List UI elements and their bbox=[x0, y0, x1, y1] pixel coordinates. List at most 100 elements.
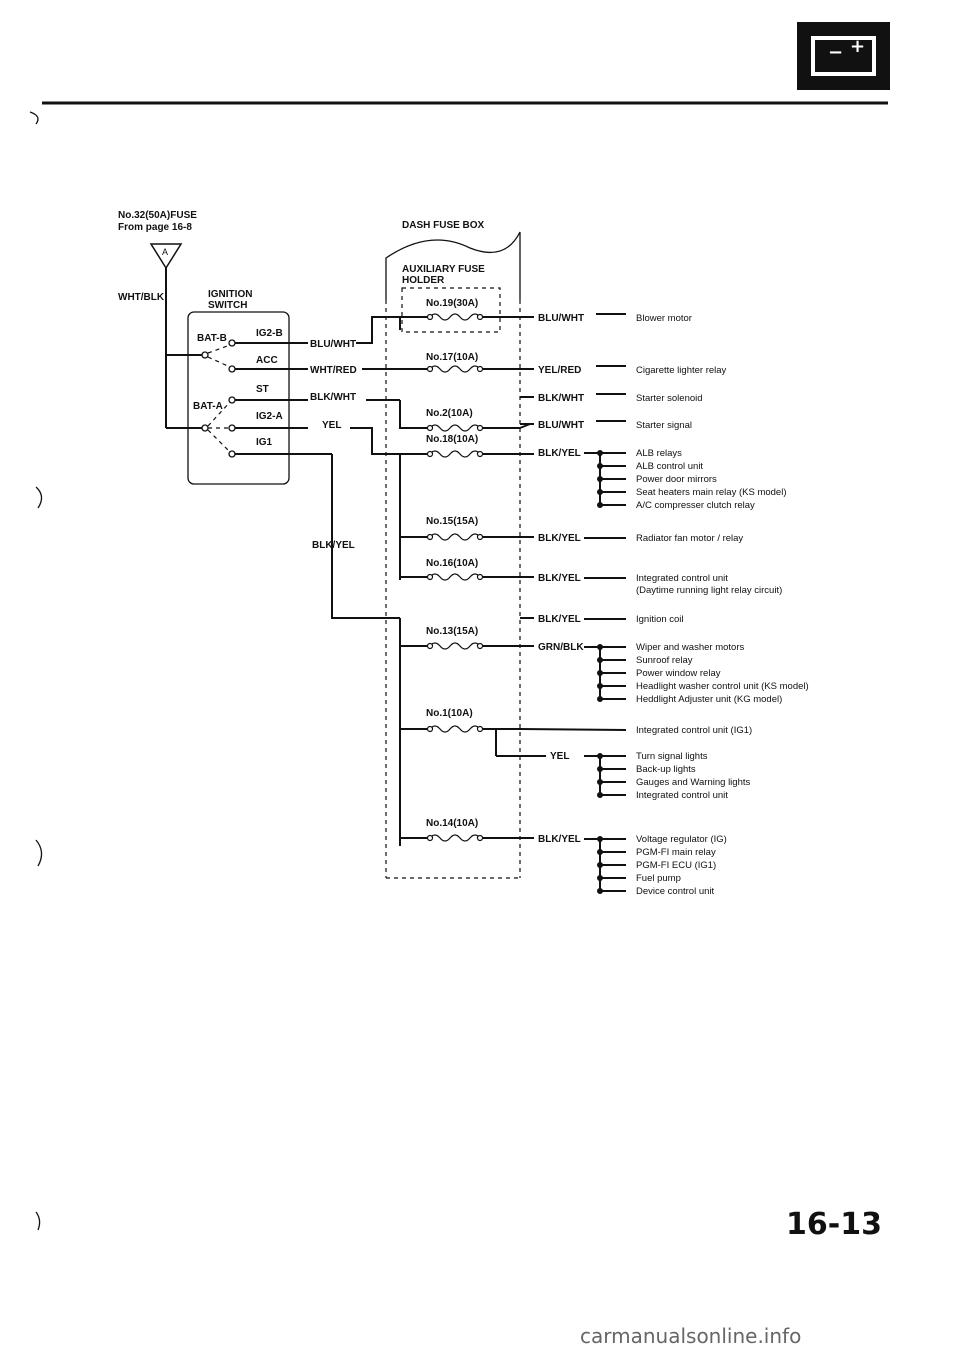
load-label: Power door mirrors bbox=[636, 474, 717, 485]
load-label: Power window relay bbox=[636, 668, 721, 679]
fuse-symbol bbox=[400, 533, 520, 541]
splice-dot bbox=[597, 888, 603, 894]
fuse-symbol bbox=[400, 725, 520, 733]
load-label: Radiator fan motor / relay bbox=[636, 533, 743, 544]
load-label: Fuel pump bbox=[636, 873, 681, 884]
load-label: Wiper and washer motors bbox=[636, 642, 744, 653]
page-number: 16-13 bbox=[786, 1207, 882, 1242]
splice-dot bbox=[597, 836, 603, 842]
fuse-label: No.17(10A) bbox=[426, 352, 478, 363]
load-label: Blower motor bbox=[636, 313, 692, 324]
load-label: (Daytime running light relay circuit) bbox=[636, 585, 782, 596]
term-bat-b: BAT-B bbox=[197, 333, 227, 344]
connector-a-symbol: A bbox=[149, 243, 183, 270]
circuit-wire bbox=[519, 728, 627, 731]
load-label: PGM-FI ECU (IG1) bbox=[636, 860, 716, 871]
source-fuse-label: No.32(50A)FUSE bbox=[118, 210, 197, 221]
switch-title-1: IGNITION bbox=[208, 289, 252, 300]
load-label: Starter solenoid bbox=[636, 393, 703, 404]
battery-icon: − + bbox=[797, 22, 890, 90]
svg-text:A: A bbox=[162, 247, 168, 257]
source-page-label: From page 16-8 bbox=[118, 222, 192, 233]
load-label: Starter signal bbox=[636, 420, 692, 431]
splice-dot bbox=[597, 670, 603, 676]
splice-dot bbox=[597, 463, 603, 469]
term-bat-a: BAT-A bbox=[193, 401, 223, 412]
splice-dot bbox=[597, 862, 603, 868]
out-wire-wht-red: WHT/RED bbox=[310, 365, 357, 376]
circuit-wire-label: YEL bbox=[550, 751, 569, 762]
circuit-wire-label: BLU/WHT bbox=[538, 313, 584, 324]
load-label: Seat heaters main relay (KS model) bbox=[636, 487, 786, 498]
splice-dot bbox=[597, 849, 603, 855]
term-ig2-b: IG2-B bbox=[256, 328, 283, 339]
load-label: Sunroof relay bbox=[636, 655, 693, 666]
fuse-label: No.14(10A) bbox=[426, 818, 478, 829]
binding-mark bbox=[29, 111, 39, 125]
load-label: Integrated control unit bbox=[636, 573, 728, 584]
battery-minus: − bbox=[828, 42, 843, 63]
fuse-symbol bbox=[400, 834, 520, 842]
load-label: Gauges and Warning lights bbox=[636, 777, 750, 788]
load-label: Cigarette lighter relay bbox=[636, 365, 727, 376]
switch-title-2: SWITCH bbox=[208, 300, 247, 311]
circuit-wire-label: BLK/YEL bbox=[538, 448, 581, 459]
circuit-wire-label: BLK/WHT bbox=[538, 393, 584, 404]
splice-dot bbox=[597, 779, 603, 785]
term-acc: ACC bbox=[256, 355, 278, 366]
fuse-label: No.19(30A) bbox=[426, 298, 478, 309]
load-label: A/C compresser clutch relay bbox=[636, 500, 755, 511]
splice-dot bbox=[597, 683, 603, 689]
fuse-label: No.18(10A) bbox=[426, 434, 478, 445]
load-label: ALB control unit bbox=[636, 461, 703, 472]
aux-fuse-holder bbox=[401, 287, 501, 333]
circuit-wire bbox=[519, 423, 531, 429]
splice-dot bbox=[597, 792, 603, 798]
fuse-symbol bbox=[400, 450, 520, 458]
splice-dot bbox=[597, 489, 603, 495]
out-wire-blk-yel: BLK/YEL bbox=[312, 540, 355, 551]
splice-dot bbox=[597, 644, 603, 650]
fuse-label: No.1(10A) bbox=[426, 708, 473, 719]
out-wire-blu-wht: BLU/WHT bbox=[310, 339, 356, 350]
term-ig2-a: IG2-A bbox=[256, 411, 283, 422]
battery-plus: + bbox=[850, 36, 865, 57]
fuse-label: No.2(10A) bbox=[426, 408, 473, 419]
splice-dot bbox=[597, 476, 603, 482]
fuse-symbol bbox=[400, 313, 520, 321]
fuse-symbol bbox=[400, 573, 520, 581]
load-label: Device control unit bbox=[636, 886, 715, 897]
aux-holder-title-1: AUXILIARY FUSE bbox=[402, 264, 485, 275]
out-wire-blk-wht: BLK/WHT bbox=[310, 392, 356, 403]
circuit-wire-label: YEL/RED bbox=[538, 365, 581, 376]
splice-dot bbox=[597, 502, 603, 508]
term-st: ST bbox=[256, 384, 269, 395]
circuit-wire-label: BLK/YEL bbox=[538, 573, 581, 584]
load-label: Integrated control unit (IG1) bbox=[636, 725, 752, 736]
load-label: Ignition coil bbox=[636, 614, 684, 625]
fuse-symbol bbox=[400, 642, 520, 650]
watermark: carmanualsonline.info bbox=[580, 1324, 801, 1348]
splice-dot bbox=[597, 875, 603, 881]
fuse-label: No.15(15A) bbox=[426, 516, 478, 527]
load-label: Turn signal lights bbox=[636, 751, 708, 762]
term-ig1: IG1 bbox=[256, 437, 273, 448]
circuit-wire-label: BLK/YEL bbox=[538, 533, 581, 544]
splice-dot bbox=[597, 450, 603, 456]
fusebox-title: DASH FUSE BOX bbox=[402, 220, 485, 231]
circuit-wire-label: BLK/YEL bbox=[538, 614, 581, 625]
splice-dot bbox=[597, 753, 603, 759]
load-label: Back-up lights bbox=[636, 764, 696, 775]
load-label: Voltage regulator (IG) bbox=[636, 834, 727, 845]
circuit-wire-label: BLU/WHT bbox=[538, 420, 584, 431]
circuit-wire-label: BLK/YEL bbox=[538, 834, 581, 845]
wire-wht-blk: WHT/BLK bbox=[118, 292, 165, 303]
ignition-switch-box bbox=[187, 311, 290, 485]
splice-dot bbox=[597, 657, 603, 663]
splice-dot bbox=[597, 696, 603, 702]
load-label: Heddlight Adjuster unit (KG model) bbox=[636, 694, 782, 705]
load-label: PGM-FI main relay bbox=[636, 847, 716, 858]
load-label: Integrated control unit bbox=[636, 790, 728, 801]
